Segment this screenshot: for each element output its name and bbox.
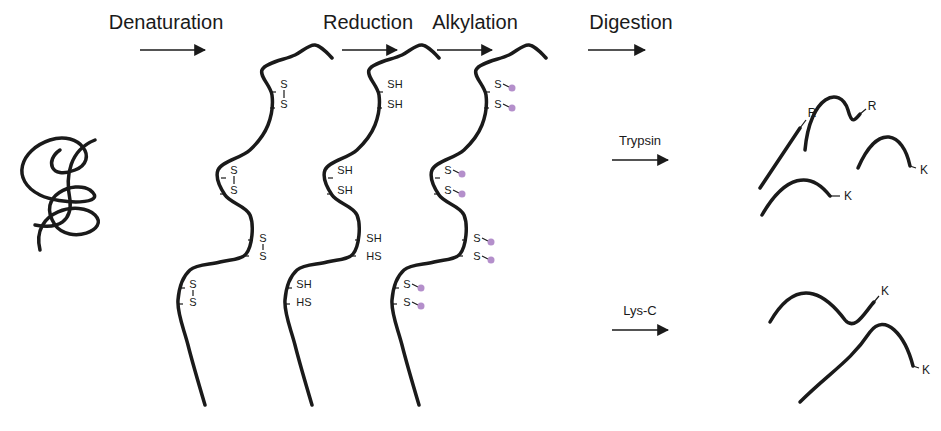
bond-mark	[378, 91, 383, 92]
bond-mark	[453, 170, 459, 173]
enzyme-label: Trypsin	[619, 134, 661, 147]
thiol-label: S	[494, 99, 501, 110]
bond-mark	[377, 107, 382, 108]
protein-chain	[285, 45, 439, 405]
bond-mark	[287, 287, 292, 288]
thiol-label: S	[230, 165, 237, 176]
bond-mark	[271, 91, 276, 92]
alkyl-group	[459, 191, 466, 198]
bond-mark	[233, 176, 234, 184]
step-heading: Denaturation	[109, 12, 224, 32]
thiol-label: S	[473, 233, 480, 244]
bond-mark	[394, 287, 399, 288]
residue-label: R	[808, 107, 817, 119]
thiol-label: S	[494, 79, 501, 90]
thiol-label: S	[403, 279, 410, 290]
bond-mark	[412, 302, 418, 305]
thiol-label: SH	[337, 165, 352, 176]
bond-mark	[412, 284, 418, 287]
step-heading: Alkylation	[432, 12, 518, 32]
bond-mark	[221, 177, 226, 178]
thiol-label: S	[280, 99, 287, 110]
alkyl-group	[488, 257, 495, 264]
bond-mark	[503, 104, 509, 107]
bond-mark	[220, 193, 225, 194]
thiol-label: S	[259, 251, 266, 262]
thiol-label: S	[280, 79, 287, 90]
alkyl-group	[509, 105, 516, 112]
bond-mark	[180, 287, 185, 288]
thiol-label: SH	[387, 99, 402, 110]
bond-mark	[435, 177, 440, 178]
thiol-label: SH	[366, 233, 381, 244]
bond-mark	[270, 107, 275, 108]
protein-chain	[178, 45, 332, 405]
thiol-label: HS	[366, 251, 381, 262]
thiol-label: HS	[296, 297, 311, 308]
thiol-label: S	[189, 297, 196, 308]
peptide-fragments	[760, 97, 913, 402]
bond-mark	[434, 193, 439, 194]
thiol-label: S	[403, 297, 410, 308]
bond-mark	[192, 290, 193, 296]
protein-chain	[392, 45, 546, 405]
cleavage-ticks	[800, 109, 919, 368]
alkyl-group	[459, 171, 466, 178]
residue-label: K	[920, 164, 928, 176]
thiol-label: SH	[387, 79, 402, 90]
residue-label: K	[844, 190, 852, 202]
residue-label: K	[922, 364, 930, 376]
bond-mark	[392, 303, 397, 304]
enzyme-label: Lys-C	[623, 304, 656, 317]
bond-mark	[503, 84, 509, 87]
thiol-label: S	[230, 185, 237, 196]
thiol-label: S	[444, 165, 451, 176]
bond-mark	[482, 256, 488, 259]
bond-mark	[178, 303, 183, 304]
alkyl-group	[418, 285, 425, 292]
thiol-label: S	[189, 279, 196, 290]
step-heading: Digestion	[589, 12, 672, 32]
bond-mark	[484, 107, 489, 108]
bond-mark	[453, 190, 459, 193]
bond-mark	[285, 303, 290, 304]
thiol-label: S	[259, 233, 266, 244]
alkyl-group	[488, 239, 495, 246]
bond-mark	[485, 91, 490, 92]
residue-label: R	[868, 100, 877, 112]
thiol-label: SH	[296, 279, 311, 290]
step-arrows	[140, 50, 668, 330]
bond-mark	[328, 177, 333, 178]
bond-mark	[482, 238, 488, 241]
bond-mark	[462, 239, 467, 240]
thiol-label: S	[444, 185, 451, 196]
residue-label: K	[881, 285, 889, 297]
step-heading: Reduction	[323, 12, 413, 32]
bond-mark	[458, 255, 463, 256]
bond-mark	[262, 244, 263, 250]
bond-mark	[283, 90, 284, 98]
bond-mark	[351, 255, 356, 256]
alkyl-group	[418, 303, 425, 310]
bond-mark	[327, 193, 332, 194]
alkyl-group	[509, 85, 516, 92]
thiol-label: SH	[337, 185, 352, 196]
thiol-label: S	[473, 251, 480, 262]
bond-mark	[248, 239, 253, 240]
bond-mark	[355, 239, 360, 240]
bond-mark	[244, 255, 249, 256]
folded-protein	[22, 138, 98, 250]
